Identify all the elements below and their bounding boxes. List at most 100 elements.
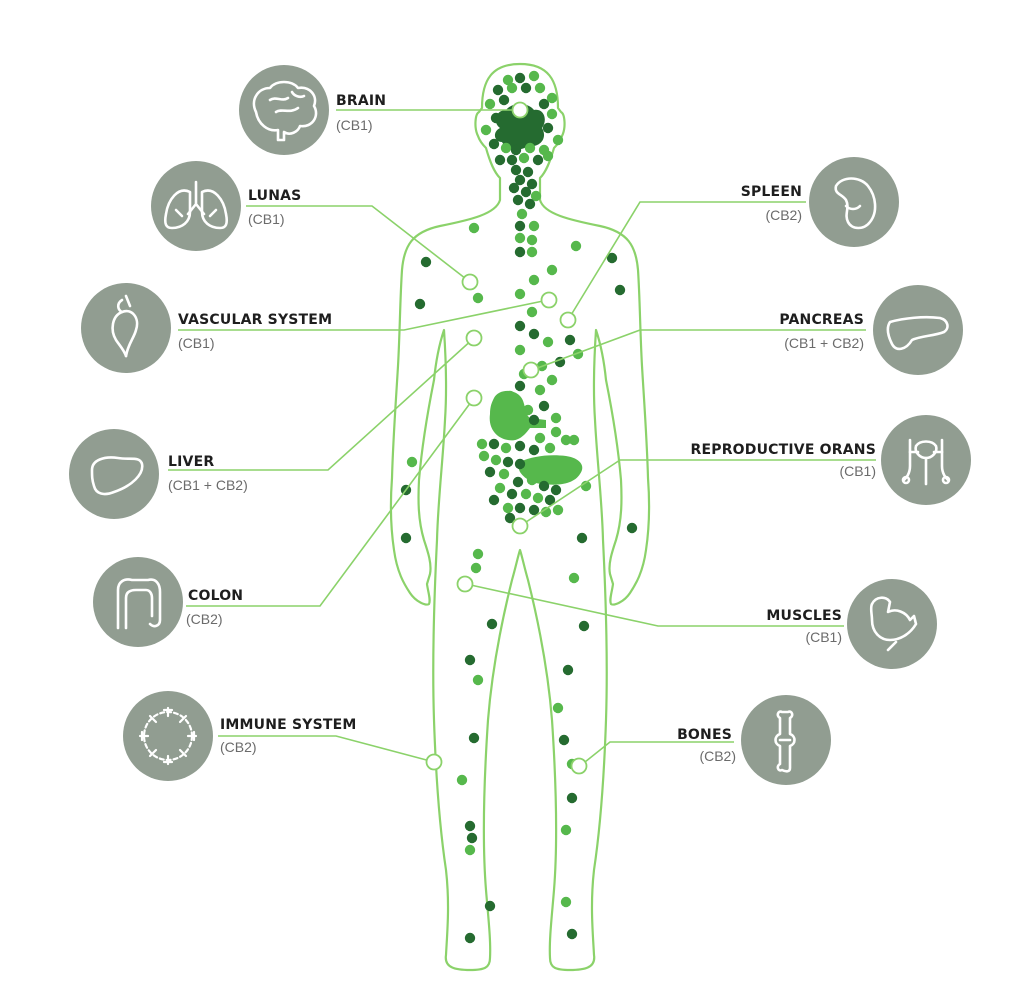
receptor-dot	[499, 469, 509, 479]
liver-icon-group	[69, 429, 159, 519]
receptor-dot	[521, 83, 531, 93]
receptor-dot	[553, 135, 563, 145]
immune-anchor	[427, 755, 442, 770]
receptor-dot	[567, 793, 577, 803]
pancreas-label: PANCREAS	[779, 312, 864, 328]
immune-label: IMMUNE SYSTEM	[220, 717, 357, 733]
receptor-dot	[495, 155, 505, 165]
receptor-dot	[517, 209, 527, 219]
liver-receptor: (CB1 + CB2)	[168, 477, 248, 493]
receptor-dot	[515, 233, 525, 243]
receptor-dot	[529, 275, 539, 285]
receptor-dot	[515, 345, 525, 355]
receptor-dot	[499, 95, 509, 105]
receptor-dot	[503, 503, 513, 513]
brain-anchor	[513, 103, 528, 118]
receptor-dot	[493, 85, 503, 95]
pancreas-anchor	[524, 363, 539, 378]
spleen-icon-disc	[809, 157, 899, 247]
receptor-dot	[473, 549, 483, 559]
receptor-dot	[491, 455, 501, 465]
receptor-dot	[539, 481, 549, 491]
receptor-dot	[535, 433, 545, 443]
receptor-dot	[505, 391, 515, 401]
receptor-dot	[523, 405, 533, 415]
immune-icon-group	[123, 691, 213, 781]
reproductive-receptor: (CB1)	[839, 463, 876, 479]
receptor-dot	[547, 265, 557, 275]
immune-receptor: (CB2)	[220, 739, 257, 755]
lungs-label: LUNAS	[248, 188, 301, 204]
receptor-dot	[487, 619, 497, 629]
receptor-dot	[525, 199, 535, 209]
receptor-dot	[489, 139, 499, 149]
receptor-dot	[543, 337, 553, 347]
receptor-dot	[489, 439, 499, 449]
receptor-dot	[525, 143, 535, 153]
receptor-dot	[473, 675, 483, 685]
receptor-dot	[511, 145, 521, 155]
receptor-dot	[473, 293, 483, 303]
receptor-dot	[559, 735, 569, 745]
pancreas-icon-disc	[873, 285, 963, 375]
receptor-dot	[527, 247, 537, 257]
receptor-dot	[479, 451, 489, 461]
bone-icon-group	[741, 695, 831, 785]
spleen-anchor	[561, 313, 576, 328]
receptor-dot	[527, 235, 537, 245]
receptor-dot	[515, 381, 525, 391]
receptor-dot	[469, 733, 479, 743]
bones-anchor	[572, 759, 587, 774]
brain-icon-group	[239, 65, 329, 155]
receptor-dot	[543, 123, 553, 133]
bones-receptor: (CB2)	[699, 748, 736, 764]
liver-leader	[168, 338, 474, 470]
spleen-receptor: (CB2)	[765, 207, 802, 223]
muscles-label: MUSCLES	[766, 608, 842, 624]
receptor-dot	[533, 493, 543, 503]
receptor-dot	[577, 533, 587, 543]
receptor-dot	[535, 385, 545, 395]
receptor-dot	[515, 289, 525, 299]
spleen-icon-group	[809, 157, 899, 247]
colon-label: COLON	[188, 588, 243, 604]
receptor-dot	[553, 703, 563, 713]
receptor-dot	[491, 113, 501, 123]
receptor-dot	[485, 99, 495, 109]
brain-label: BRAIN	[336, 93, 386, 109]
receptor-dot	[513, 195, 523, 205]
receptor-dot	[561, 825, 571, 835]
receptor-dot	[407, 457, 417, 467]
receptor-dot	[515, 415, 525, 425]
receptor-dot	[503, 457, 513, 467]
receptor-dot	[515, 441, 525, 451]
heart-icon-group	[81, 283, 171, 373]
receptor-dot	[529, 71, 539, 81]
colon-icon-group	[93, 557, 183, 647]
colon-anchor	[467, 391, 482, 406]
receptor-dot	[509, 183, 519, 193]
muscles-receptor: (CB1)	[805, 629, 842, 645]
receptor-dot	[553, 505, 563, 515]
receptor-dot	[471, 563, 481, 573]
receptor-dot	[485, 467, 495, 477]
vascular-receptor: (CB1)	[178, 335, 215, 351]
receptor-dot	[469, 223, 479, 233]
receptor-dot	[569, 573, 579, 583]
receptor-dot	[515, 73, 525, 83]
receptor-dot	[465, 845, 475, 855]
lungs-icon-group	[151, 161, 241, 251]
receptor-dot	[521, 187, 531, 197]
receptor-dot	[465, 933, 475, 943]
receptor-dot	[507, 489, 517, 499]
receptor-dot	[547, 93, 557, 103]
receptor-dot	[579, 621, 589, 631]
colon-receptor: (CB2)	[186, 611, 223, 627]
receptor-dot	[515, 321, 525, 331]
reproductive-icon-group	[881, 415, 971, 505]
receptor-dot	[551, 427, 561, 437]
receptor-dot	[465, 821, 475, 831]
receptor-dot	[527, 475, 537, 485]
receptor-dot	[539, 401, 549, 411]
